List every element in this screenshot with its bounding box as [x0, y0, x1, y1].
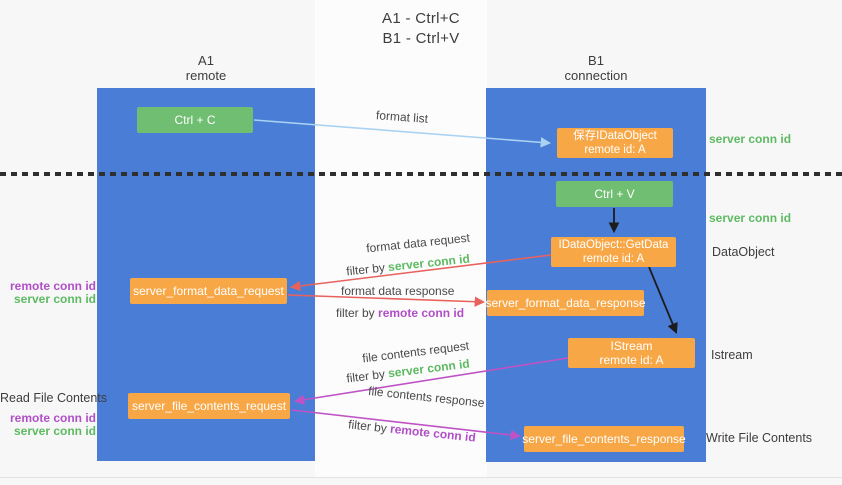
node-save-idataobject: 保存IDataObject remote id: A [557, 128, 673, 158]
server-file-contents-request-label: server_file_contents_request [131, 399, 287, 413]
bottom-divider [0, 477, 842, 478]
annotation-server-conn-id-mid: server conn id [709, 211, 792, 225]
arrow-format-list [253, 119, 552, 148]
node-ctrl-v: Ctrl + V [556, 181, 673, 207]
lane-b1-role: connection [564, 68, 628, 83]
label-format-data-response: format data response [341, 284, 455, 298]
node-istream: IStream remote id: A [568, 338, 695, 368]
istream-line1: IStream [610, 339, 653, 353]
arrow-file-contents-request [293, 357, 569, 405]
annotation-read-file-contents: Read File Contents [0, 391, 108, 405]
save-idataobject-line2: remote id: A [584, 144, 646, 156]
lane-b1-name: B1 [588, 53, 604, 68]
node-server-file-contents-response: server_file_contents_response [522, 426, 686, 452]
arrow-getdata-to-istream [648, 266, 678, 334]
arrow-format-data-request [289, 254, 552, 292]
node-server-format-data-request: server_format_data_request [130, 278, 287, 304]
annotation-server-conn-id-2: server conn id [13, 424, 96, 438]
title-line-1: A1 - Ctrl+C [382, 10, 460, 27]
ctrl-v-label: Ctrl + V [594, 187, 635, 201]
annotation-remote-conn-id-2: remote conn id [9, 411, 96, 425]
middle-band [315, 0, 487, 477]
getdata-line1: IDataObject::GetData [558, 239, 669, 251]
annotation-istream: Istream [711, 348, 753, 362]
server-file-contents-response-label: server_file_contents_response [522, 432, 686, 446]
server-format-data-request-label: server_format_data_request [133, 284, 284, 298]
lane-header-a1: A1 remote [97, 53, 315, 83]
lane-a1-role: remote [185, 68, 227, 83]
annotation-write-file-contents: Write File Contents [706, 431, 813, 445]
diagram-title: A1 - Ctrl+C B1 - Ctrl+V [0, 9, 842, 49]
title-line-2: B1 - Ctrl+V [382, 30, 460, 47]
lane-a1-name: A1 [198, 53, 214, 68]
annotation-server-conn-id-1: server conn id [13, 292, 96, 306]
label-filter-by-remote-conn-id-1: filter by remote conn id [336, 306, 464, 320]
arrow-format-data-response [287, 294, 486, 307]
annotation-remote-conn-id-1: remote conn id [9, 279, 96, 293]
annotation-dataobject: DataObject [712, 245, 775, 259]
node-ctrl-c: Ctrl + C [137, 107, 253, 133]
save-idataobject-line1: 保存IDataObject [573, 130, 657, 142]
annotation-server-conn-id-top: server conn id [709, 132, 792, 146]
remote-conn-id-text: remote conn id [378, 306, 465, 320]
node-idataobject-getdata: IDataObject::GetData remote id: A [551, 237, 676, 267]
node-server-format-data-response: server_format_data_response [485, 290, 646, 316]
node-server-file-contents-request: server_file_contents_request [128, 393, 290, 419]
arrow-file-contents-response [291, 409, 522, 441]
server-format-data-response-label: server_format_data_response [485, 296, 646, 310]
getdata-line2: remote id: A [582, 253, 645, 265]
ctrl-c-label: Ctrl + C [174, 113, 216, 127]
istream-line2: remote id: A [599, 353, 664, 367]
lane-header-b1: B1 connection [486, 53, 706, 83]
filter-by-text: filter by [336, 306, 375, 320]
